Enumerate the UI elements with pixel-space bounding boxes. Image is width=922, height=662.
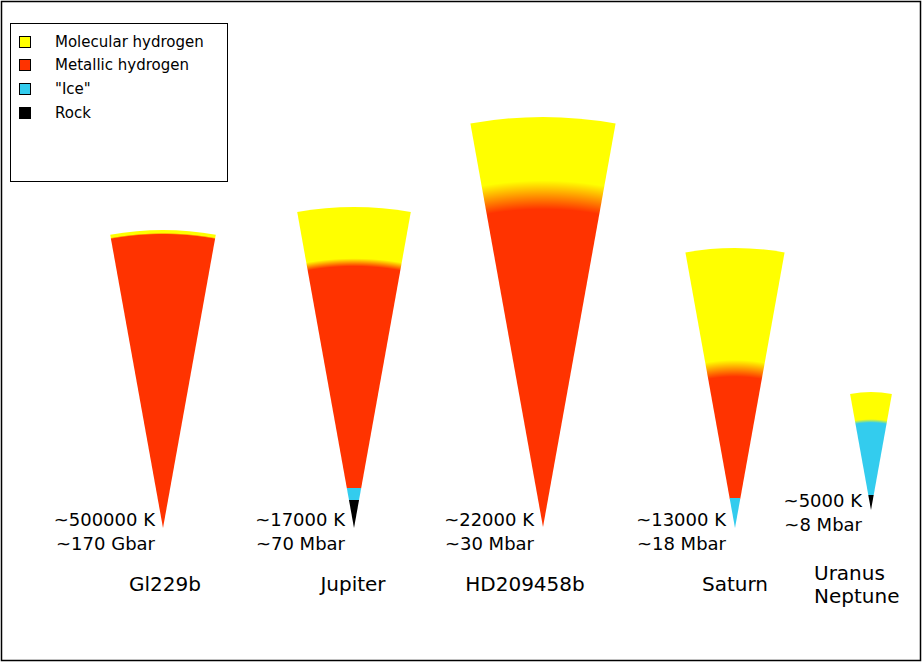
legend-text: Rock: [55, 104, 91, 122]
condition-label: ~170 Gbar: [56, 534, 155, 555]
legend-box: Molecular hydrogenMetallic hydrogen "Ice"…: [10, 23, 228, 182]
legend-swatch: [19, 107, 31, 119]
interior-wedge: [685, 248, 784, 528]
interior-wedge: [470, 117, 615, 527]
condition-label: ~13000 K: [636, 510, 726, 531]
interior-wedge: [110, 230, 216, 528]
legend-swatch: [19, 83, 31, 95]
condition-label: ~22000 K: [444, 510, 534, 531]
condition-label: ~5000 K: [784, 491, 862, 512]
condition-label: ~70 Mbar: [256, 534, 345, 555]
condition-label: ~500000 K: [54, 510, 155, 531]
condition-label: ~18 Mbar: [637, 534, 726, 555]
legend-text: Molecular hydrogen: [55, 33, 204, 51]
planet-name: Saturn: [702, 573, 768, 596]
legend-swatch: [19, 59, 31, 71]
legend-text: "Ice": [55, 80, 91, 98]
interior-wedge: [297, 207, 411, 528]
legend-text: Metallic hydrogen: [55, 56, 189, 74]
condition-label: ~17000 K: [255, 510, 345, 531]
planet-name: Jupiter: [320, 573, 385, 596]
planet-name: Gl229b: [129, 573, 201, 596]
condition-label: ~30 Mbar: [445, 534, 534, 555]
planet-name: Uranus Neptune: [814, 562, 914, 608]
planet-name: HD209458b: [465, 573, 584, 596]
legend-swatch: [19, 36, 31, 48]
condition-label: ~8 Mbar: [784, 515, 862, 536]
